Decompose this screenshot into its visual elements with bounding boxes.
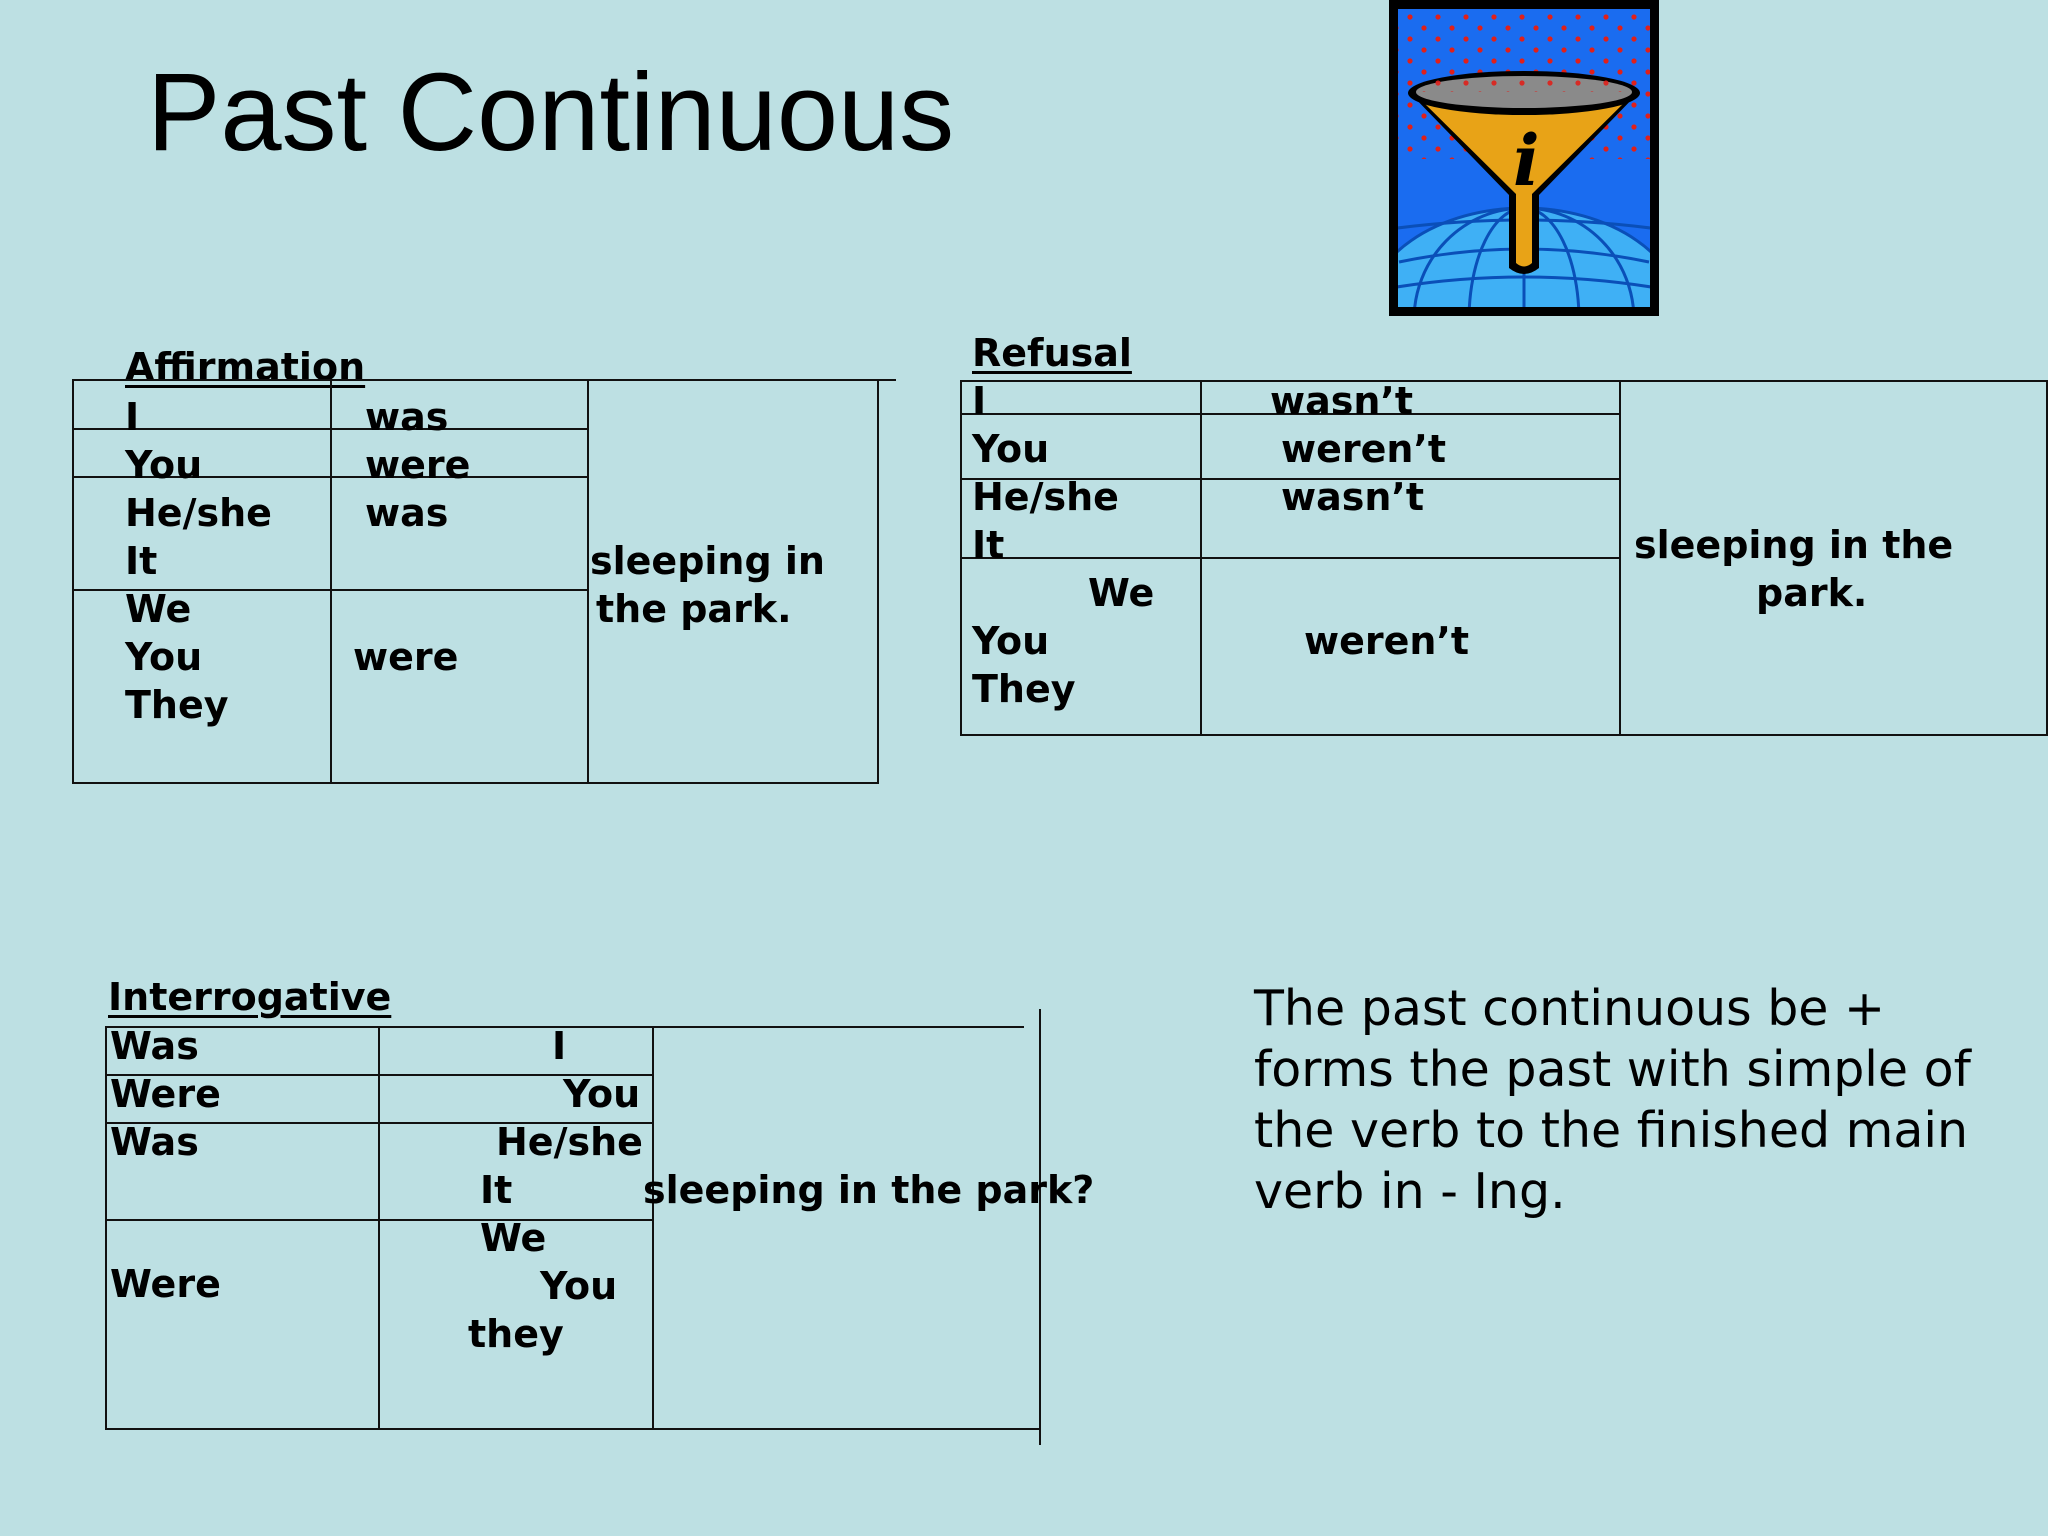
aff-subject-we: We: [125, 587, 192, 631]
info-funnel-globe-icon: i: [1389, 0, 1659, 316]
page-title: Past Continuous: [147, 51, 955, 174]
interrogative-heading: Interrogative: [108, 975, 392, 1019]
int-subject-heshe: He/she: [496, 1120, 643, 1164]
aff-complement-line1: sleeping in: [590, 539, 825, 583]
int-subject-it: It: [480, 1168, 513, 1212]
ref-verb-wasnt: wasn’t: [1270, 379, 1414, 423]
int-subject-they: they: [468, 1312, 564, 1356]
ref-subject-you-pl: You: [972, 619, 1050, 663]
int-subject-we: We: [480, 1216, 547, 1260]
ref-subject-we: We: [1088, 571, 1155, 615]
refusal-heading: Refusal: [972, 331, 1132, 375]
int-aux-were: Were: [110, 1072, 221, 1116]
ref-verb-werent-2: weren’t: [1304, 619, 1470, 663]
aff-subject-heshe: He/she: [125, 491, 272, 535]
aff-complement-line2: the park.: [596, 587, 792, 631]
aff-verb-were-2: were: [353, 635, 459, 679]
ref-subject-it: It: [972, 523, 1005, 567]
aff-subject-i: I: [125, 395, 140, 439]
aff-verb-was: was: [365, 395, 449, 439]
int-subject-i: I: [552, 1024, 567, 1068]
int-aux-were-2: Were: [110, 1262, 221, 1306]
aff-subject-you: You: [125, 443, 203, 487]
aff-subject-they: They: [125, 683, 229, 727]
svg-text:i: i: [1513, 119, 1540, 202]
ref-subject-i: I: [972, 379, 987, 423]
ref-subject-heshe: He/she: [972, 475, 1119, 519]
ref-subject-they: They: [972, 667, 1076, 711]
ref-complement-line1: sleeping in the: [1634, 523, 1954, 567]
int-subject-you-pl: You: [540, 1264, 618, 1308]
int-complement: sleeping in the park?: [643, 1168, 1095, 1212]
int-aux-was: Was: [110, 1024, 199, 1068]
aff-subject-you-pl: You: [125, 635, 203, 679]
ref-verb-wasnt-2: wasn’t: [1281, 475, 1425, 519]
int-subject-you: You: [563, 1072, 641, 1116]
explanation-note: The past continuous be + forms the past …: [1254, 980, 1971, 1220]
int-aux-was-2: Was: [110, 1120, 199, 1164]
ref-subject-you: You: [972, 427, 1050, 471]
aff-subject-it: It: [125, 539, 158, 583]
ref-verb-werent: weren’t: [1281, 427, 1447, 471]
aff-verb-were: were: [365, 443, 471, 487]
aff-verb-was-2: was: [365, 491, 449, 535]
ref-complement-line2: park.: [1756, 571, 1868, 615]
